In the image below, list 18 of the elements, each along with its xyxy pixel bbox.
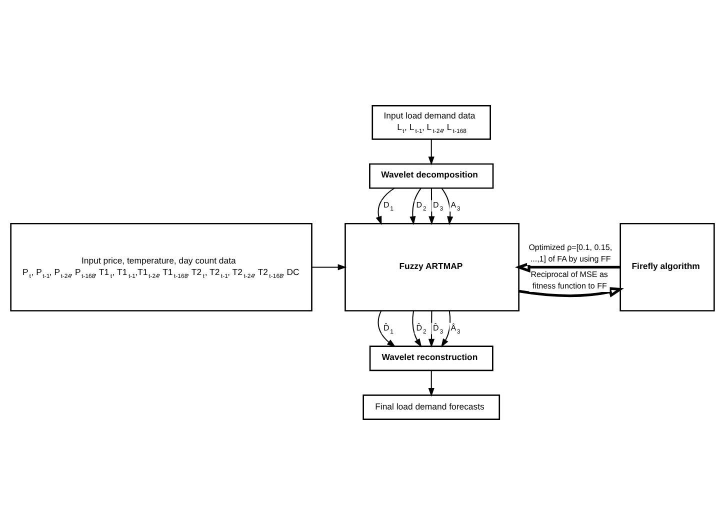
arrow (428, 139, 434, 166)
node-box: Final load demand forecasts (362, 394, 500, 420)
arrow (518, 286, 624, 298)
node-box: Fuzzy ARTMAP (344, 222, 520, 312)
node-box: Input price, temperature, day count data P$_{t}$, P$_{t-1}$, P$_{t-24}$, P$_{t-168}$, T1$_{t}$, T1$_{t-1}$,T1$_{t-24}$, T1$_{t-168}$, T2$_{t}$, T2$_{t-1}$, T2$_{t-24}$, T2$_{t-168}$, DC (10, 222, 312, 312)
node-box: Input load demand data L$_{t}$, L$_{t-1}$, L$_{t-24}$, L$_{t-168}$ (372, 105, 491, 140)
node-box: Firefly algorithm (620, 222, 715, 312)
node-box: Wavelet reconstruction (369, 346, 494, 372)
node-box: Wavelet decomposition (369, 163, 494, 189)
arrow (312, 264, 347, 270)
arrow (412, 310, 422, 348)
arrow (428, 188, 435, 226)
arrow (428, 370, 434, 397)
arrow (514, 262, 620, 273)
arrow (410, 188, 422, 225)
arrow (428, 310, 435, 348)
arrow (441, 188, 454, 226)
arrow (440, 310, 451, 348)
